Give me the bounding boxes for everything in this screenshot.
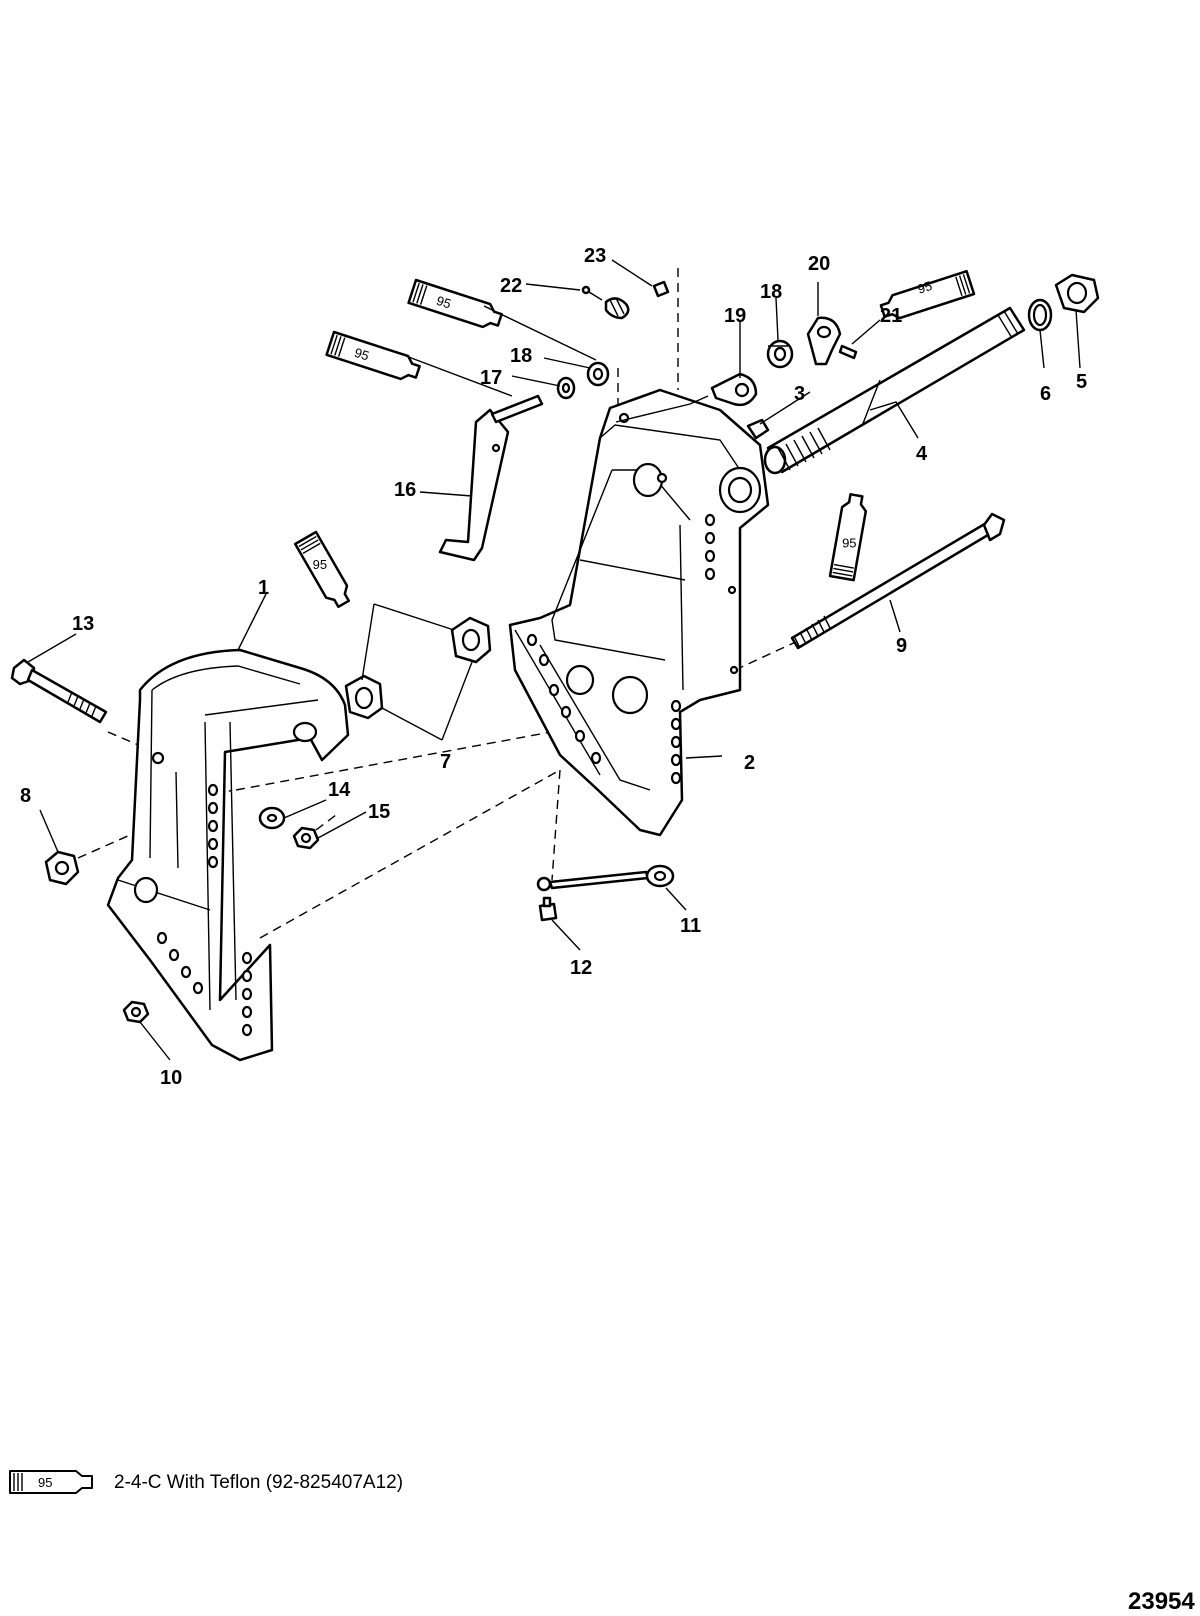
leader-lines [27,259,1081,1061]
left-clamp-bracket [106,648,350,1062]
callout-12: 12 [570,957,592,979]
svg-text:95: 95 [353,345,371,364]
pin-21 [838,344,858,360]
legend-text: 2-4-C With Teflon (92-825407A12) [114,1472,404,1493]
callout-numbers: 1 2 3 4 5 6 7 8 9 10 11 12 13 14 15 16 1… [20,245,1087,1089]
svg-text:95: 95 [38,1475,52,1490]
lubricant-tube-2: 95 [325,330,421,381]
callout-11: 11 [680,915,701,937]
grease-fitting-3 [746,418,770,440]
callout-5: 5 [1076,371,1087,393]
bushing-18b [766,339,794,369]
callout-2: 2 [744,752,755,774]
right-clamp-bracket [508,388,770,837]
callout-3: 3 [794,383,805,405]
spring-22 [581,285,630,320]
callout-18a: 18 [510,345,532,367]
callout-17: 17 [480,367,502,389]
cam-20 [806,316,842,366]
legend-lubricant-tube: 95 [9,1470,93,1494]
nut-15 [292,826,320,850]
pin-23 [652,280,670,298]
tilt-tube [763,306,1026,475]
callout-23: 23 [584,245,606,267]
bushing-18a [586,361,610,387]
ground-strap-11 [536,864,675,892]
nut-10 [122,1000,150,1024]
washer-17 [556,376,576,400]
bushings-7 [344,616,492,720]
callout-16: 16 [394,479,416,501]
callout-21: 21 [880,305,902,327]
callout-20: 20 [808,253,830,275]
callout-13: 13 [72,613,94,635]
lever-19 [710,372,758,407]
callout-19: 19 [724,305,746,327]
bolt-13 [10,658,108,724]
lubricant-tube-3: 95 [879,269,976,320]
lubricant-tube-1: 95 [407,278,503,329]
bracket-holes [526,513,716,785]
callout-4: 4 [916,443,928,465]
callout-9: 9 [896,635,907,657]
callout-6: 6 [1040,383,1051,405]
svg-text:95: 95 [916,278,934,297]
callout-8: 8 [20,785,31,807]
nut-8 [44,850,80,886]
long-bolt [790,512,1006,650]
washer-6 [1027,298,1053,332]
lubricant-tube-5: 95 [293,530,351,609]
callout-18b: 18 [760,281,782,303]
callout-10: 10 [160,1067,182,1089]
svg-text:95: 95 [842,536,856,551]
nut-5 [1054,273,1100,314]
bracket-holes [156,783,253,1037]
lubricant-tube-4: 95 [828,493,868,582]
svg-text:95: 95 [435,293,453,312]
callout-15: 15 [368,801,390,823]
svg-text:95: 95 [313,557,327,572]
callout-7: 7 [440,751,451,773]
screw-12 [538,896,558,922]
figure-number: 23954 [1128,1588,1195,1615]
callout-22: 22 [500,275,522,297]
washer-14 [258,806,286,830]
callout-1: 1 [258,577,269,599]
callout-14: 14 [328,779,351,801]
tilt-lever-16 [438,394,544,562]
